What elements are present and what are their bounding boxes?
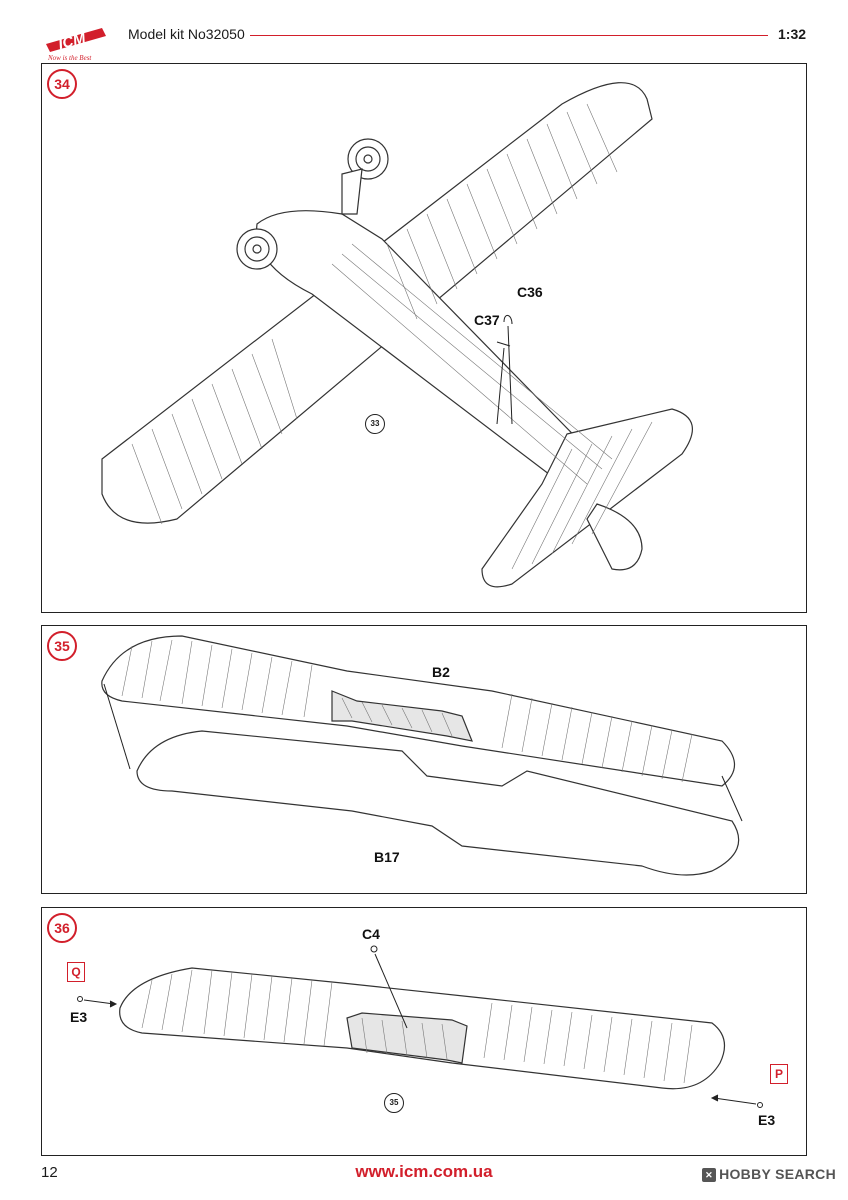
part-label-e3-right: E3 — [758, 1112, 776, 1128]
wing-assembly-drawing — [101, 635, 743, 876]
part-label-c37: C37 — [474, 312, 500, 328]
part-label-c4: C4 — [362, 926, 380, 942]
part-label-c36: C36 — [517, 284, 543, 300]
page-footer: 12 www.icm.com.ua ✕HOBBY SEARCH — [0, 1156, 848, 1200]
part-label-e3-left: E3 — [70, 1009, 88, 1025]
kit-title: Model kit No32050 — [128, 26, 245, 42]
watermark-text: HOBBY SEARCH — [719, 1166, 836, 1182]
hobby-search-icon: ✕ — [702, 1168, 717, 1182]
step-34-panel: 34 C36 C37 33 — [41, 63, 807, 613]
step-35-panel: 35 B2 B17 — [41, 625, 807, 894]
header-rule — [250, 35, 768, 36]
svg-text:Now is the Best: Now is the Best — [47, 54, 92, 62]
option-badge-p: P — [770, 1064, 788, 1084]
scale-label: 1:32 — [778, 26, 807, 42]
step-number-36: 36 — [47, 913, 77, 943]
option-badge-q: Q — [67, 962, 85, 982]
reference-step-33: 33 — [365, 414, 385, 434]
aircraft-underside-drawing — [101, 82, 693, 588]
icm-logo: ICM Now is the Best — [46, 28, 106, 62]
page-number: 12 — [41, 1164, 58, 1181]
page-header: ICM Now is the Best Model kit No32050 1:… — [0, 0, 848, 64]
step-number-34: 34 — [47, 69, 77, 99]
step-36-panel: 36 C4 Q E3 P E3 35 — [41, 907, 807, 1156]
website-link[interactable]: www.icm.com.ua — [355, 1162, 493, 1181]
part-label-b2: B2 — [432, 664, 450, 680]
wing-tip-parts-drawing — [77, 945, 763, 1108]
part-label-b17: B17 — [374, 849, 400, 865]
svg-text:ICM: ICM — [57, 30, 88, 53]
watermark: ✕HOBBY SEARCH — [702, 1166, 836, 1182]
step-number-35: 35 — [47, 631, 77, 661]
reference-step-35: 35 — [384, 1093, 404, 1113]
